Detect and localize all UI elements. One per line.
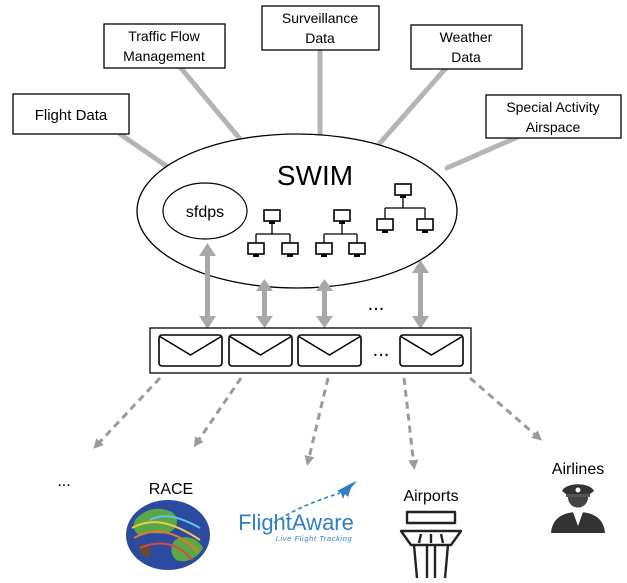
- envelope-icon: [297, 334, 362, 367]
- flightaware-logo: FlightAware Live Flight Tracking: [238, 481, 357, 543]
- swim-title: SWIM: [277, 160, 353, 191]
- source-traffic-flow-management: Traffic Flow Management: [103, 23, 226, 69]
- dashed-arrow-flightaware: [304, 377, 330, 466]
- connector-traffic-flow: [177, 64, 248, 148]
- source-label-line1: Weather: [440, 29, 493, 45]
- source-label-line2: Airspace: [526, 119, 581, 135]
- airlines-label: Airlines: [552, 461, 604, 478]
- flightaware-tagline: Live Flight Tracking: [276, 534, 353, 543]
- sfdps-node: [162, 182, 248, 240]
- network-cluster-2: [323, 222, 358, 243]
- connector-special-activity: [444, 133, 523, 171]
- dashed-arrow-race: [193, 377, 243, 448]
- consumer-airlines: Airlines: [551, 461, 605, 533]
- sfdps-label: sfdps: [186, 204, 224, 221]
- consumers-ellipsis: ...: [57, 473, 70, 490]
- connector-flight-data: [117, 131, 178, 175]
- source-flight-data: Flight Data: [12, 93, 130, 135]
- bidirectional-arrows: [199, 243, 429, 329]
- airports-label: Airports: [403, 488, 458, 505]
- pilot-icon: [551, 484, 605, 533]
- message-queue: ...: [149, 327, 472, 374]
- source-label-line1: Special Activity: [506, 99, 599, 115]
- consumer-flightaware: FlightAware Live Flight Tracking: [238, 481, 357, 543]
- source-label-line1: Surveillance: [282, 10, 358, 26]
- source-label-line2: Data: [451, 49, 481, 65]
- connector-weather: [377, 65, 449, 146]
- double-arrow-icon: [316, 279, 333, 328]
- swim-ellipse: [136, 133, 458, 289]
- swim-cloud: SWIM sfdps: [136, 133, 458, 289]
- double-arrow-icon: [199, 243, 216, 329]
- source-special-activity-airspace: Special Activity Airspace: [485, 94, 622, 139]
- double-arrow-icon: [256, 279, 273, 328]
- source-box: [261, 5, 380, 51]
- airplane-icon: [337, 481, 357, 499]
- control-tower-icon: [399, 510, 463, 579]
- source-box: [12, 93, 130, 135]
- swim-more-ellipsis: ...: [368, 293, 385, 315]
- consumer-race: RACE: [126, 481, 210, 570]
- source-label-line2: Management: [123, 48, 205, 64]
- dashed-arrow-airlines: [469, 376, 543, 441]
- source-box: [103, 23, 226, 69]
- source-label-line1: Traffic Flow: [128, 28, 200, 44]
- race-logo: [126, 500, 210, 570]
- flightaware-name: FlightAware: [238, 510, 354, 535]
- consumer-airports: Airports: [399, 488, 463, 579]
- source-surveillance-data: Surveillance Data: [261, 5, 380, 51]
- double-arrow-icon: [412, 260, 429, 329]
- source-box: [485, 94, 622, 139]
- dashed-arrow-other: [93, 376, 162, 449]
- queue-ellipsis: ...: [373, 339, 390, 361]
- source-label-line2: Data: [305, 30, 335, 46]
- source-connectors: [117, 45, 523, 175]
- dashed-arrow-airports: [402, 377, 419, 470]
- distribution-arrows: [93, 376, 543, 470]
- envelope-icon: [158, 334, 223, 367]
- race-label: RACE: [149, 481, 193, 498]
- source-weather-data: Weather Data: [410, 24, 523, 70]
- source-label: Flight Data: [35, 107, 108, 124]
- envelope-icon: [228, 334, 293, 367]
- envelope-icon: [399, 334, 464, 367]
- source-box: [410, 24, 523, 70]
